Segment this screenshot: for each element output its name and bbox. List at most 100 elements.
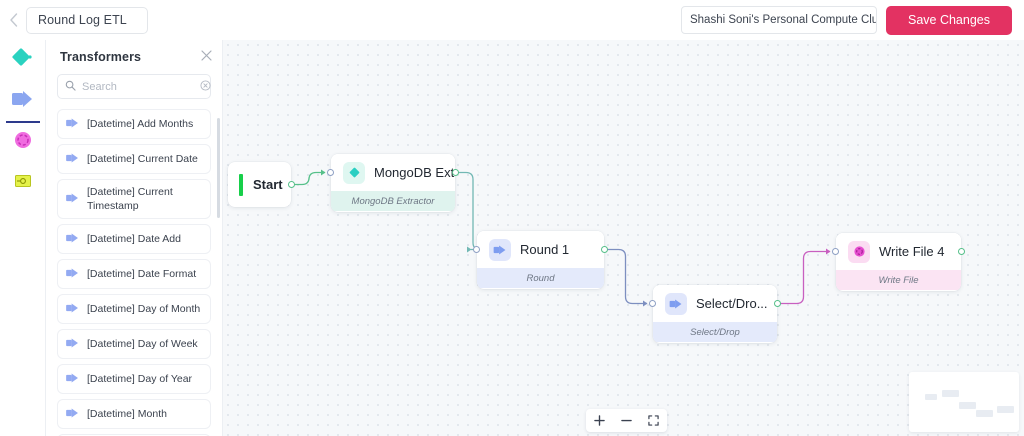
arrow-right-icon [66,230,79,248]
search-clear-button[interactable] [200,78,211,96]
node-source-handle[interactable] [601,246,608,253]
list-item-label: [Datetime] Day of Week [87,338,198,351]
fit-view-button[interactable] [646,411,661,430]
rail-item-writers[interactable] [0,122,46,163]
pipeline-name-value: Round Log ETL [38,13,127,27]
rail-item-variables[interactable] [0,163,46,204]
header-actions: Shashi Soni's Personal Compute Cluster S… [680,5,1024,35]
list-item-label: [Datetime] Day of Month [87,303,201,316]
node-header: Select/Dro... [653,285,777,322]
list-item[interactable]: [Datetime] Current Timestamp [57,179,211,220]
back-button[interactable] [0,0,26,40]
panel-header: Transformers [46,40,222,74]
edge-arrowhead [643,300,648,307]
edge-round-select[interactable] [604,248,647,305]
clear-circle-icon [200,78,211,96]
rail-item-transformers[interactable] [0,81,46,123]
cluster-name-value: Shashi Soni's Personal Compute Cluster [689,14,877,26]
arrow-right-icon [66,265,79,283]
node-source-handle[interactable] [452,169,459,176]
close-icon [201,48,212,66]
panel-scrollbar[interactable] [217,118,220,218]
cluster-name-input[interactable]: Shashi Soni's Personal Compute Cluster [680,6,877,34]
node-subtitle: Round [477,268,604,288]
save-changes-button[interactable]: Save Changes [885,5,1012,35]
search-input[interactable] [82,80,194,93]
node-label: Write File 4 [879,244,945,259]
node-target-handle[interactable] [327,169,334,176]
node-target-handle[interactable] [649,300,656,307]
list-item-label: [Datetime] Add Months [87,117,194,130]
node-subtitle: Write File [836,270,961,290]
list-item-label: [Datetime] Current Timestamp [87,186,173,213]
edge-arrowhead [321,169,326,176]
list-item-label: [Datetime] Current Date [87,152,198,165]
node-subtitle: MongoDB Extractor [331,191,455,211]
circle-icon [12,129,34,156]
rail-item-extractors[interactable] [0,40,46,81]
node-label: Start [253,177,283,192]
list-item[interactable]: [Datetime] Day of Month [57,294,211,325]
arrow-right-icon [10,89,36,114]
list-item-label: [Datetime] Date Add [87,233,181,246]
list-item-label: [Datetime] Date Format [87,268,197,281]
pipeline-name-input[interactable]: Round Log ETL [26,6,148,34]
arrow-right-icon [66,370,79,388]
list-item-label: [Datetime] Day of Year [87,373,193,386]
search-icon [65,78,76,96]
chevron-left-icon [9,13,18,27]
diamond-icon [11,47,35,74]
node-header: Round 1 [477,231,604,268]
edge-arrowhead [467,246,472,253]
category-rail [0,40,46,436]
list-item-label: [Datetime] Month [87,408,167,421]
arrow-right-icon [489,238,511,261]
node-target-handle[interactable] [473,246,480,253]
edge-start-mongo[interactable] [291,171,325,186]
panel-close-button[interactable] [201,48,212,66]
list-item[interactable]: [Datetime] Month [57,399,211,430]
node-source-handle[interactable] [774,300,781,307]
search-box[interactable] [57,74,211,99]
node-select[interactable]: Select/Dro... Select/Drop [653,285,777,343]
node-subtitle: Select/Drop [653,322,777,342]
arrow-right-icon [66,405,79,423]
zoom-out-button[interactable] [619,411,634,430]
node-mongo[interactable]: MongoDB Ext...MongoDB Extractor [331,154,455,212]
node-write[interactable]: Write File 4 Write File [836,233,961,291]
node-source-handle[interactable] [288,181,295,188]
pipeline-canvas[interactable]: Start MongoDB Ext...MongoDB ExtractorRoun… [223,40,1024,436]
square-node-icon [11,171,35,196]
arrow-right-icon [66,115,79,133]
minimap-node [976,410,993,417]
transformers-panel: Transformers [Datetime] Add Months[Datet… [46,40,223,436]
list-item[interactable]: [Datetime] Date Format [57,259,211,290]
minimap-node [959,402,976,409]
zoom-in-button[interactable] [592,411,607,430]
node-source-handle[interactable] [958,248,965,255]
node-label: Select/Dro... [696,296,768,311]
node-label: Round 1 [520,242,570,257]
transformer-list[interactable]: [Datetime] Add Months [Datetime] Current … [46,109,222,436]
list-item[interactable]: [Datetime] Day of Year [57,364,211,395]
edge-arrowhead [826,248,831,255]
node-target-handle[interactable] [832,248,839,255]
node-start[interactable]: Start [228,162,291,207]
minimap[interactable] [909,372,1019,432]
node-round[interactable]: Round 1 Round [477,231,604,289]
diamond-icon [343,161,365,184]
start-bar-icon [239,173,243,196]
app-header: Round Log ETL Shashi Soni's Personal Com… [0,0,1024,40]
edge-select-write[interactable] [777,250,830,305]
list-item[interactable]: [Datetime] Date Add [57,224,211,255]
list-item[interactable]: [Datetime] Add Months [57,109,211,139]
panel-title: Transformers [60,50,142,64]
arrow-right-icon [66,335,79,353]
edge-layer [291,169,831,307]
node-header: Write File 4 [836,233,961,270]
list-item[interactable]: [Datetime] Day of Week [57,329,211,360]
arrow-right-icon [665,292,687,315]
node-header: MongoDB Ext... [331,154,455,191]
arrow-right-icon [66,190,79,208]
list-item[interactable]: [Datetime] Current Date [57,144,211,174]
